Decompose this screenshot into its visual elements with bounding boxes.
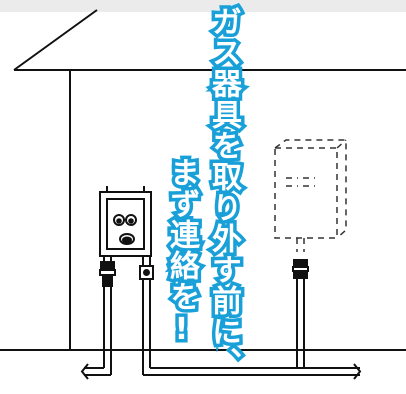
pipe-break-left xyxy=(80,363,89,380)
house-outline-icon xyxy=(0,9,406,351)
gas-meter-icon xyxy=(99,186,152,257)
pipe-break-right xyxy=(353,363,362,380)
roof-left-line xyxy=(13,9,98,71)
gas-valve-icon xyxy=(99,259,309,287)
headline-line-2: まず連絡を! xyxy=(161,154,203,352)
headline-line-1: ガス器具を取り外す前に、 xyxy=(203,3,245,382)
top-strip xyxy=(0,0,406,12)
water-heater-dashed-icon xyxy=(274,139,347,252)
